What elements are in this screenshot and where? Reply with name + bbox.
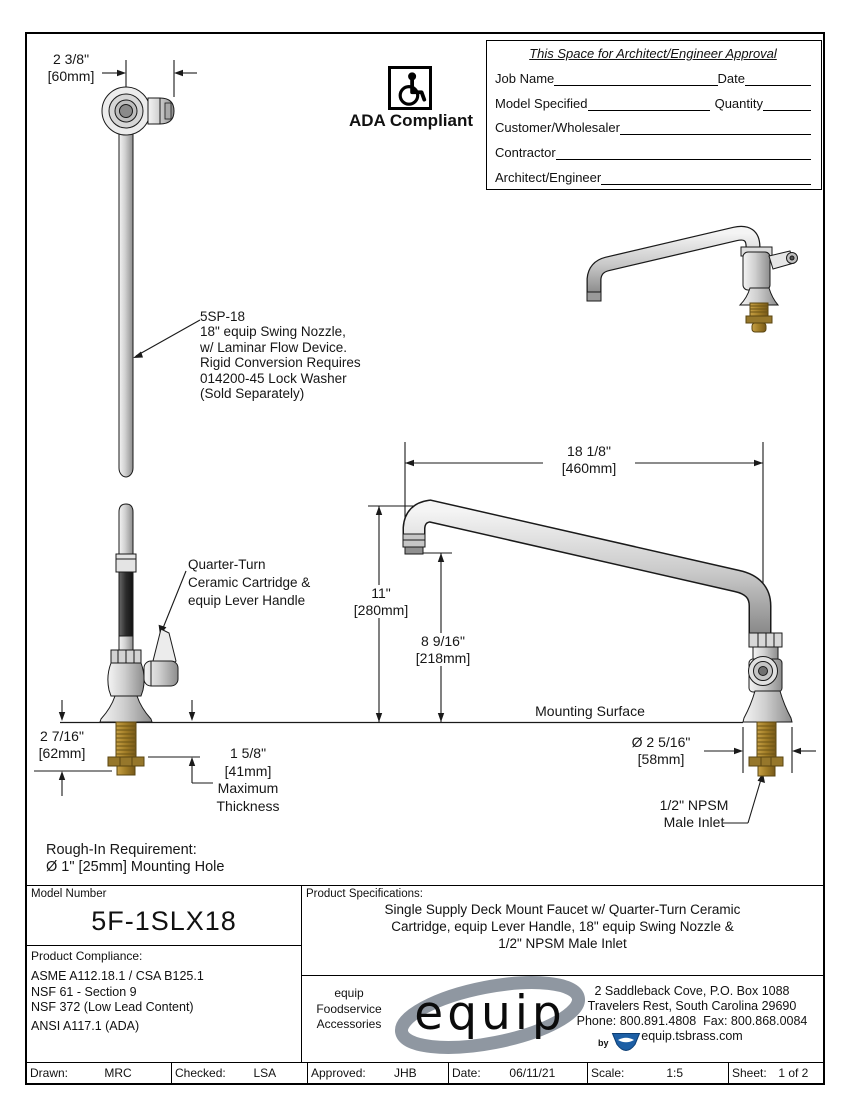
model-number: 5F-1SLX18 [91,906,237,936]
dim-below-deck: 2 7/16" [62mm] [38,728,86,761]
contractor-field[interactable] [555,145,811,161]
callout-inlet: 1/2" NPSM Male Inlet [659,797,729,830]
approval-row-model: Model Specified Quantity [495,96,811,111]
wheelchair-icon [398,72,427,106]
approval-row-customer: Customer/Wholesaler [495,120,811,136]
date-label: Date [717,70,745,86]
callout-nozzle: 5SP-18 18" equip Swing Nozzle, w/ Lamina… [200,309,361,402]
approval-row-contractor: Contractor [495,145,811,161]
title-block-left: Model Number 5F-1SLX18 Product Complianc… [27,886,302,1062]
dim-height: 11" [280mm] [341,585,421,618]
architect-field[interactable] [601,170,811,185]
job-name-label: Job Name [495,70,555,86]
footer-scale: Scale:1:5 [588,1063,729,1083]
equip-logo-swoosh [394,976,586,1054]
model-specified-label: Model Specified [495,95,588,111]
dim-top-width: 2 3/8" [60mm] [47,51,95,84]
compliance-label: Product Compliance: [31,949,143,963]
page-border [25,32,825,1085]
rough-in-note: Rough-In Requirement: Ø 1" [25mm] Mounti… [46,842,225,875]
specs-label: Product Specifications: [306,888,423,900]
equip-logo: equip by [390,974,640,1060]
model-number-box: Model Number 5F-1SLX18 [27,886,301,946]
callout-cartridge: Quarter-Turn Ceramic Cartridge & equip L… [188,557,311,608]
dim-reach: 18 1/8" [460mm] [543,443,635,476]
contractor-label: Contractor [495,145,556,161]
front-view-drawing [99,503,179,776]
brand-box: equip Foodservice Accessories equip by [302,976,823,1062]
top-view-drawing [101,86,175,478]
quantity-field[interactable] [763,96,811,111]
model-number-label: Model Number [31,888,107,900]
side-view-drawing [402,499,793,777]
compliance-list: ASME A112.18.1 / CSA B125.1 NSF 61 - Sec… [31,969,297,1034]
footer-checked: Checked:LSA [172,1063,308,1083]
dim-outlet-height: 8 9/16" [218mm] [402,633,484,666]
approval-title: This Space for Architect/Engineer Approv… [529,46,777,61]
logo-by-label: by [598,1038,609,1048]
brand-address: 2 Saddleback Cove, P.O. Box 1088 Travele… [565,984,819,1044]
ada-label: ADA Compliant [348,111,474,130]
isometric-view-drawing [586,225,798,333]
compliance-item: ANSI A117.1 (ADA) [31,1018,140,1033]
ts-shield-icon [611,1033,640,1051]
logo-by-row: by [598,1032,641,1058]
date-field[interactable] [745,71,811,86]
footer-approved: Approved:JHB [308,1063,449,1083]
dim-flange-dia: Ø 2 5/16" [58mm] [631,734,691,767]
customer-field[interactable] [620,120,811,136]
product-specifications-box: Product Specifications: Single Supply De… [302,886,823,976]
customer-label: Customer/Wholesaler [495,120,620,136]
compliance-item: NSF 61 - Section 9 [31,984,137,999]
footer-row: Drawn:MRC Checked:LSA Approved:JHB Date:… [27,1062,823,1083]
compliance-item: NSF 372 (Low Lead Content) [31,1000,194,1014]
equip-logo-text: equip [414,986,566,1041]
brand-tagline: equip Foodservice Accessories [316,986,382,1031]
approval-row-architect: Architect/Engineer [495,170,811,185]
brand-website[interactable]: equip.tsbrass.com [641,1029,743,1043]
model-specified-field[interactable] [587,96,710,111]
ada-badge [388,66,432,110]
approval-box: This Space for Architect/Engineer Approv… [486,40,822,190]
architect-label: Architect/Engineer [495,169,602,185]
product-compliance-box: Product Compliance: ASME A112.18.1 / CSA… [27,946,301,1062]
compliance-item: ASME A112.18.1 / CSA B125.1 [31,969,204,983]
quantity-label: Quantity [714,95,763,111]
title-block-right: Product Specifications: Single Supply De… [302,886,823,1062]
specs-text: Single Supply Deck Mount Faucet w/ Quart… [384,902,741,951]
mounting-surface-label: Mounting Surface [535,703,645,719]
dim-max-thickness: 1 5/8" [41mm] Maximum Thickness [216,745,280,814]
footer-sheet: Sheet:1 of 2 [732,1066,809,1080]
job-name-field[interactable] [554,71,718,86]
footer-drawn: Drawn:MRC [27,1063,172,1083]
title-block: Model Number 5F-1SLX18 Product Complianc… [27,885,823,1062]
approval-row-job: Job Name Date [495,71,811,86]
footer-date: Date:06/11/21 [449,1063,588,1083]
